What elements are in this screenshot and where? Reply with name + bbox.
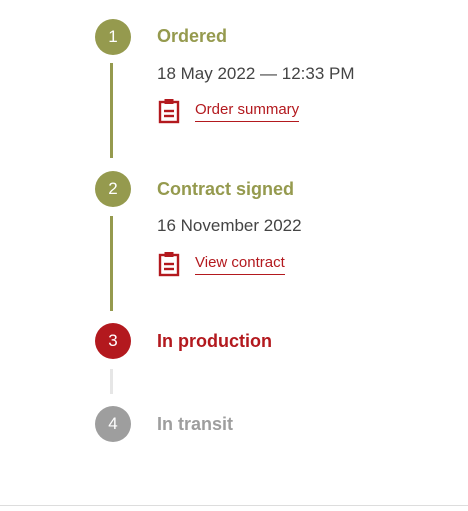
step-3-connector <box>110 369 113 394</box>
view-contract-link[interactable]: View contract <box>158 251 285 277</box>
step-4-circle: 4 <box>95 406 131 442</box>
step-2-connector <box>110 216 113 311</box>
bottom-divider <box>0 505 468 506</box>
step-2-circle: 2 <box>95 171 131 207</box>
step-2-title: Contract signed <box>157 179 295 199</box>
clipboard-icon <box>158 98 180 124</box>
clipboard-icon <box>158 251 180 277</box>
step-3-circle: 3 <box>95 323 131 359</box>
step-3-title: In production <box>157 331 272 351</box>
order-summary-label: Order summary <box>195 101 300 122</box>
step-1-circle: 1 <box>95 19 131 55</box>
step-2-date: 16 November 2022 <box>157 216 302 235</box>
step-1-date: 18 May 2022 — 12:33 PM <box>157 64 355 83</box>
step-1-title: Ordered <box>157 26 228 46</box>
step-4-title: In transit <box>157 414 234 434</box>
view-contract-label: View contract <box>195 254 285 275</box>
order-summary-link[interactable]: Order summary <box>158 98 300 124</box>
step-1-connector <box>110 63 113 158</box>
